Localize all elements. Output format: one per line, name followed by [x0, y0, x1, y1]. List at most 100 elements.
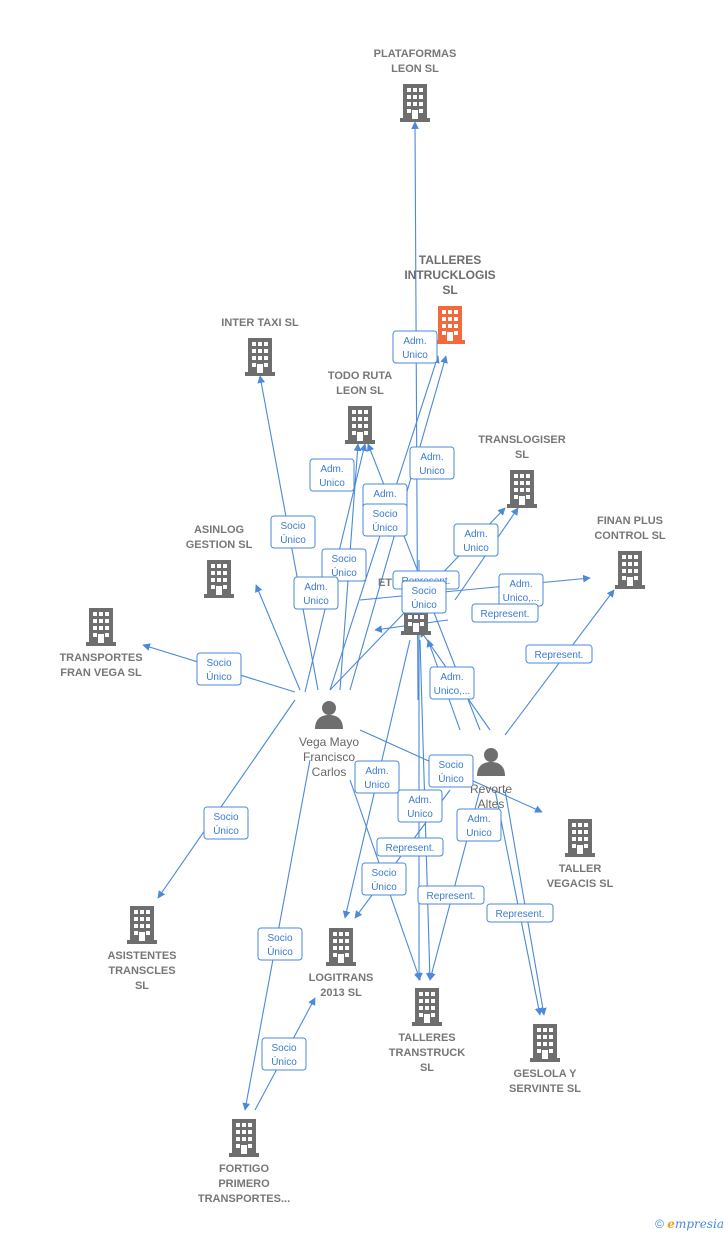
- edge-label-text: Unico: [319, 478, 345, 489]
- edge-label-l11[interactable]: Adm.Unico: [293, 576, 339, 610]
- edge-label-text: Socio: [372, 509, 397, 520]
- company-node-et_hidden[interactable]: ET: [378, 577, 431, 635]
- empresia-watermark[interactable]: © empresia: [655, 1217, 724, 1231]
- node-label: TRANSCLES: [108, 965, 175, 977]
- building-icon: [326, 928, 356, 966]
- building-icon: [565, 819, 595, 857]
- building-icon: [507, 470, 537, 508]
- edge-label-l2[interactable]: Adm. Unico: [309, 458, 355, 492]
- edge-label-text: Único: [206, 670, 232, 683]
- edge-label-text: Unico: [466, 828, 492, 839]
- edge-label-box: [361, 862, 407, 896]
- building-icon: [530, 1024, 560, 1062]
- node-label: SL: [515, 449, 529, 461]
- edge-label-text: Adm.: [320, 464, 343, 475]
- edge-label-l3[interactable]: Adm.Unico: [409, 446, 455, 480]
- edge-label-box: [196, 652, 242, 686]
- edge-label-text: Socio: [331, 554, 356, 565]
- brand-logo: empresia: [667, 1217, 724, 1231]
- node-label: INTER TAXI SL: [221, 317, 299, 329]
- edge-label-box: [257, 927, 303, 961]
- company-node-fortigo[interactable]: FORTIGO PRIMERO TRANSPORTES...: [198, 1119, 290, 1205]
- edge-label-text: Adm.: [373, 489, 396, 500]
- building-icon: [435, 306, 465, 344]
- edge-label-l24[interactable]: Represent.: [486, 903, 554, 923]
- edge-label-text: Único: [438, 772, 464, 785]
- edge-label-box: [203, 806, 249, 840]
- node-label: ASISTENTES: [107, 950, 176, 962]
- node-label: PRIMERO: [218, 1178, 270, 1190]
- edge-label-text: Unico,...: [434, 686, 471, 697]
- edge-label-text: Único: [213, 824, 239, 837]
- edge-label-text: Adm.: [365, 766, 388, 777]
- edge-label-box: [397, 789, 443, 823]
- edge-label-l1[interactable]: Adm.Unico: [392, 330, 438, 364]
- edge-label-l20[interactable]: Adm. Unico: [456, 808, 502, 842]
- edge-label-l12[interactable]: Adm.Unico,...: [498, 573, 544, 607]
- node-label: TRANSTRUCK: [389, 1047, 465, 1059]
- edge-label-text: Único: [372, 521, 398, 534]
- node-label: CONTROL SL: [594, 530, 666, 542]
- person-icon: [315, 701, 343, 729]
- relationship-edge: [494, 789, 543, 1016]
- edge-label-l14[interactable]: Represent.: [525, 644, 593, 664]
- node-label: ET: [378, 577, 392, 589]
- node-label: TRANSPORTES...: [198, 1193, 290, 1205]
- node-label: FORTIGO: [219, 1163, 270, 1175]
- edge-label-text: Represent.: [386, 843, 435, 854]
- relationship-edge: [255, 584, 301, 691]
- edge-labels-layer: Adm.UnicoAdm.UnicoAdm.UnicoAdm.UnicoSoci…: [196, 330, 593, 1071]
- edge-label-l16[interactable]: Adm. Unico,...: [429, 666, 475, 700]
- edge-label-box: [261, 1037, 307, 1071]
- edge-label-l23[interactable]: Represent.: [417, 885, 485, 905]
- company-node-transportes_fran[interactable]: TRANSPORTES FRAN VEGA SL: [59, 608, 143, 679]
- node-label: FRAN VEGA SL: [60, 667, 142, 679]
- company-node-inter_taxi[interactable]: INTER TAXI SL: [221, 317, 299, 376]
- node-label: LOGITRANS: [309, 972, 374, 984]
- edge-label-l7[interactable]: Adm.Unico: [453, 523, 499, 557]
- node-label: SERVINTE SL: [509, 1083, 581, 1095]
- edge-label-text: Adm.: [420, 452, 443, 463]
- node-label: TRANSPORTES: [59, 652, 142, 664]
- edges-layer: [142, 121, 615, 1111]
- edge-label-text: Adm.: [467, 814, 490, 825]
- edge-label-text: Adm.: [440, 672, 463, 683]
- edge-label-text: Único: [371, 880, 397, 893]
- edge-label-box: [417, 885, 485, 905]
- edge-label-text: Único: [331, 566, 357, 579]
- edge-label-text: Socio: [371, 868, 396, 879]
- edge-label-box: [309, 458, 355, 492]
- edge-label-text: Socio: [267, 933, 292, 944]
- node-label: TALLERES: [398, 1032, 455, 1044]
- edge-label-text: Unico,...: [503, 593, 540, 604]
- edge-label-l21[interactable]: Represent.: [376, 837, 444, 857]
- edge-label-l13[interactable]: Represent.: [471, 603, 539, 623]
- edge-label-l19[interactable]: Adm.Unico: [397, 789, 443, 823]
- edge-label-l18[interactable]: Adm.Unico: [354, 760, 400, 794]
- edge-label-box: [453, 523, 499, 557]
- edge-label-text: Socio: [271, 1043, 296, 1054]
- copyright-symbol: ©: [655, 1217, 664, 1231]
